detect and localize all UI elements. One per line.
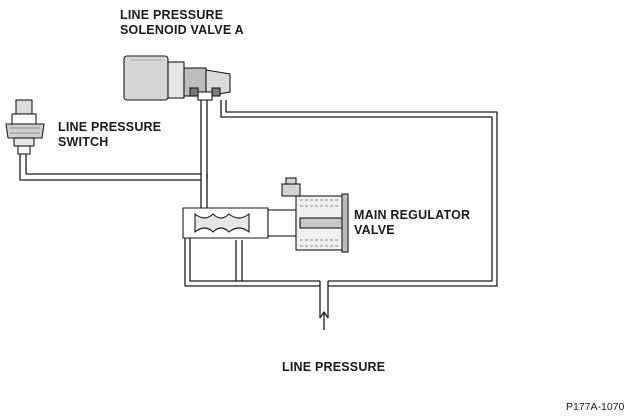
main-regulator-valve: [182, 177, 349, 253]
line-pressure-switch: [5, 99, 45, 155]
valve-lower-passage: [235, 240, 243, 281]
pressure-switch-label: LINE PRESSURE SWITCH: [58, 120, 161, 150]
line-pressure-label: LINE PRESSURE: [282, 360, 385, 375]
valve-left-port: [184, 238, 191, 240]
line-pressure-label-text: LINE PRESSURE: [282, 360, 386, 374]
solenoid-valve-label: LINE PRESSURE SOLENOID VALVE A: [120, 8, 244, 38]
pressure-switch-label-line2: SWITCH: [58, 135, 109, 149]
figure-code: P177A-1070: [566, 401, 625, 413]
pressure-switch-label-line1: LINE PRESSURE: [58, 120, 162, 134]
line-pressure-inlet-passage: [319, 281, 329, 318]
regulator-valve-label-line1: MAIN REGULATOR: [354, 208, 471, 222]
inlet-arrow: [319, 311, 329, 330]
solenoid-valve-label-line2: SOLENOID VALVE A: [120, 23, 244, 37]
regulator-valve-label-line2: VALVE: [354, 223, 395, 237]
solenoid-valve-label-line1: LINE PRESSURE: [120, 8, 224, 22]
main-loop-passage: [184, 100, 498, 287]
solenoid-feed-passage: [200, 98, 208, 208]
regulator-valve-label: MAIN REGULATOR VALVE: [354, 208, 470, 238]
switch-feed-passage: [19, 154, 208, 181]
solenoid-valve-a: [123, 55, 231, 101]
